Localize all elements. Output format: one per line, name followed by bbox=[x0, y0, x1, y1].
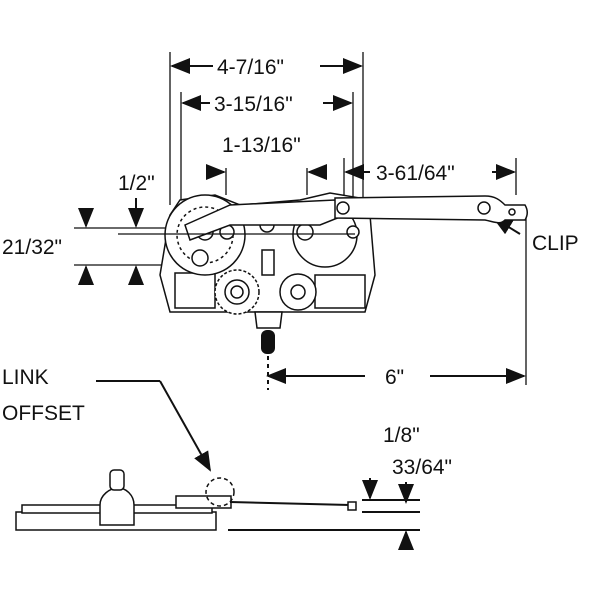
dim-arm-height: 33/64" bbox=[392, 456, 452, 479]
dimension-lines bbox=[78, 58, 526, 550]
dim-center-spacing: 1-13/16" bbox=[222, 134, 301, 157]
operator-top-view bbox=[118, 192, 528, 354]
dim-link-height: 1/8" bbox=[383, 424, 420, 447]
clip-label: CLIP bbox=[532, 232, 579, 255]
dim-overall-width: 4-7/16" bbox=[217, 56, 284, 79]
dim-arm-extension: 3-61/64" bbox=[376, 162, 455, 185]
dim-base-height: 21/32" bbox=[2, 236, 62, 259]
dim-total-reach: 6" bbox=[385, 366, 404, 389]
link-offset-label-2: OFFSET bbox=[2, 402, 85, 425]
link-offset-label-1: LINK bbox=[2, 366, 49, 389]
operator-side-view bbox=[15, 469, 420, 531]
dim-pivot-offset: 1/2" bbox=[118, 172, 155, 195]
dim-inner-width: 3-15/16" bbox=[214, 93, 293, 116]
